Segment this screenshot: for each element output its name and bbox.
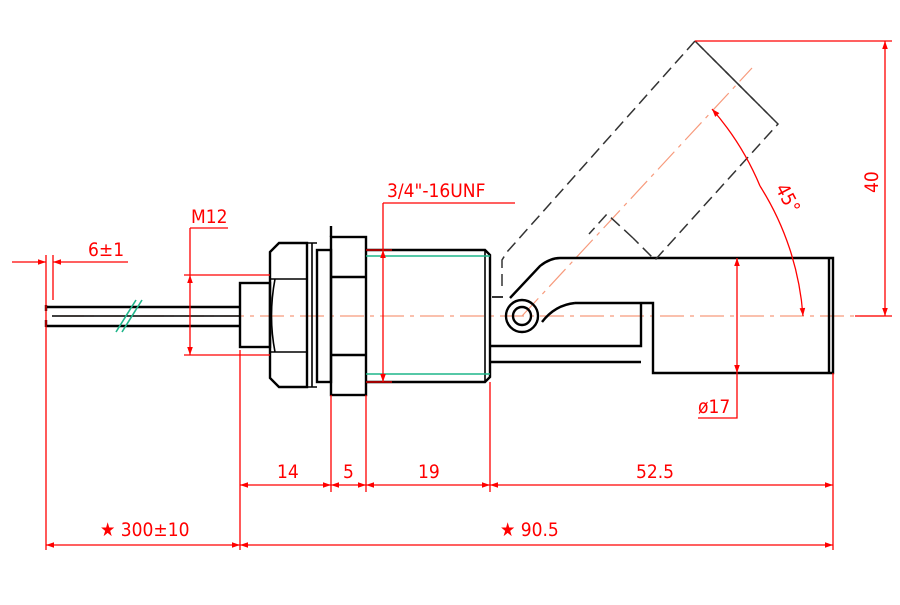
break-mark <box>115 299 143 333</box>
dim-gland-thread: M12 <box>184 206 270 356</box>
dim-float-rise-label: 40 <box>861 171 883 193</box>
dim-float-length-label: 52.5 <box>636 461 674 483</box>
dim-row-upper: 14 5 19 52.5 <box>239 350 834 550</box>
dim-thread-length-label: 19 <box>418 461 440 483</box>
dim-swing-angle: 45° <box>711 108 806 317</box>
dim-cable-length-label: ★ 300±10 <box>100 519 189 541</box>
threaded-body <box>366 248 492 384</box>
dim-swing-angle-label: 45° <box>771 180 805 217</box>
dim-float-diameter: ø17 <box>698 258 740 419</box>
cable-gland <box>238 281 272 349</box>
stem <box>490 296 643 364</box>
dim-body-thread-label: 3/4"-16UNF <box>387 180 485 202</box>
dim-cable-strip: 6±1 <box>12 239 128 550</box>
dim-washer-length-label: 5 <box>343 461 354 483</box>
dim-row-lower: ★ 300±10 ★ 90.5 <box>46 519 833 548</box>
cable <box>44 305 240 328</box>
lock-nut <box>329 226 368 397</box>
dim-gland-thread-label: M12 <box>191 206 228 228</box>
tilted-float-outline <box>501 40 780 292</box>
hex-nut <box>268 241 317 389</box>
dim-total-length-label: ★ 90.5 <box>500 519 559 541</box>
dim-float-diameter-label: ø17 <box>698 396 730 418</box>
dim-nut-length-label: 14 <box>277 461 299 483</box>
dim-body-thread: 3/4"-16UNF <box>366 180 515 383</box>
dim-float-rise: 40 <box>695 40 892 317</box>
dim-cable-strip-label: 6±1 <box>88 239 124 261</box>
float <box>504 256 835 375</box>
